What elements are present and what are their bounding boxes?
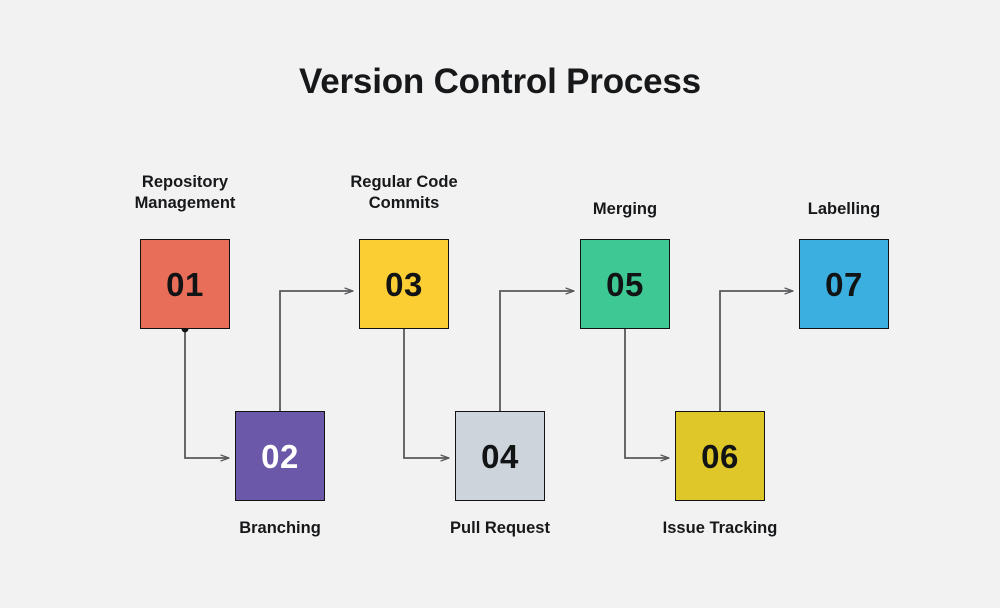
process-step-01[interactable]: 01: [140, 239, 230, 329]
step-label-03: Regular Code Commits: [294, 172, 514, 214]
connector-03-to-04: [403, 329, 449, 458]
step-label-06: Issue Tracking: [610, 518, 830, 539]
process-step-05[interactable]: 05: [580, 239, 670, 329]
process-step-02[interactable]: 02: [235, 411, 325, 501]
step-label-05-line-1: Merging: [592, 200, 658, 218]
step-label-04-line-1: Pull Request: [450, 519, 550, 537]
step-label-02-line-1: Branching: [239, 519, 321, 537]
step-label-01-line-1: Repository: [141, 173, 229, 191]
step-number-07: 07: [825, 265, 863, 303]
step-label-03-line-1: Regular Code: [350, 173, 458, 191]
connector-04-to-05: [499, 291, 574, 411]
step-number-02: 02: [261, 437, 299, 475]
step-label-01-line-2: Management: [134, 194, 236, 213]
step-label-04: Pull Request: [390, 518, 610, 539]
step-label-03-line-2: Commits: [368, 194, 440, 213]
process-step-06[interactable]: 06: [675, 411, 765, 501]
connector-01-to-02: [181, 325, 229, 458]
step-label-05: Merging: [515, 199, 735, 220]
connector-06-to-07: [719, 291, 793, 411]
step-number-06: 06: [701, 437, 739, 475]
connector-05-to-06: [624, 329, 669, 458]
step-number-01: 01: [166, 265, 204, 303]
step-label-06-line-1: Issue Tracking: [662, 519, 778, 537]
process-step-03[interactable]: 03: [359, 239, 449, 329]
step-number-03: 03: [385, 265, 423, 303]
process-step-04[interactable]: 04: [455, 411, 545, 501]
step-label-01: Repository Management: [75, 172, 295, 214]
step-number-04: 04: [481, 437, 519, 475]
step-number-05: 05: [606, 265, 644, 303]
process-step-07[interactable]: 07: [799, 239, 889, 329]
step-label-07-line-1: Labelling: [807, 200, 881, 218]
page-title: Version Control Process: [299, 62, 701, 101]
step-label-02: Branching: [170, 518, 390, 539]
step-label-07: Labelling: [734, 199, 954, 220]
connector-02-to-03: [279, 291, 353, 411]
